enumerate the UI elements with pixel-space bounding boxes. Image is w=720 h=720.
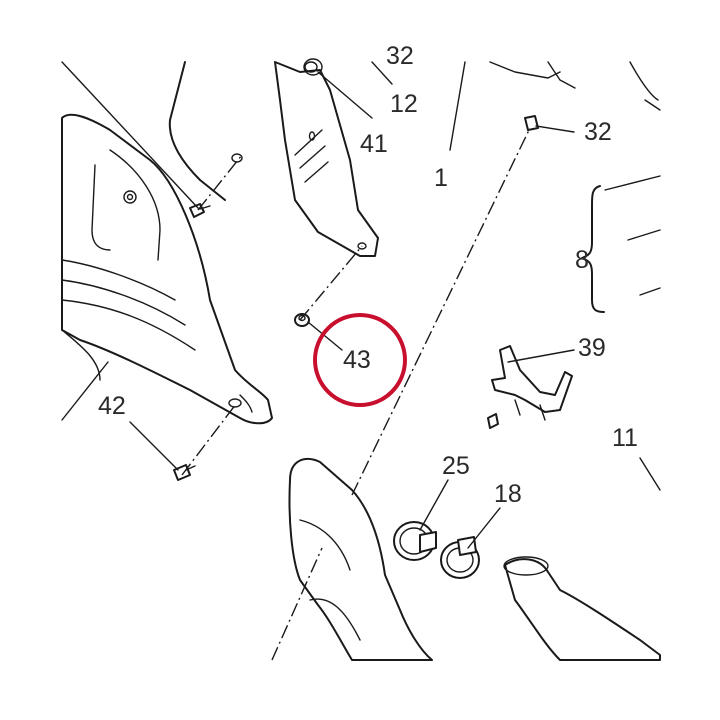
label-part-25: 25 <box>442 452 470 480</box>
leader-12 <box>371 61 393 85</box>
washer-41 <box>303 58 323 76</box>
frame-outline <box>168 61 226 201</box>
brace-part-8 <box>581 175 661 313</box>
axis-line-screw-42 <box>181 403 237 476</box>
label-part-41: 41 <box>360 130 388 158</box>
label-part-42: 42 <box>98 392 126 420</box>
label-part-11: 11 <box>612 424 638 452</box>
label-part-43: 43 <box>343 346 371 374</box>
spacer-43 <box>294 313 310 327</box>
screw-bracket-39 <box>487 413 499 429</box>
leader-32 <box>535 125 575 133</box>
highlight-circle-43 <box>313 313 407 407</box>
label-part-1: 1 <box>434 164 448 192</box>
mounting-bracket-plate <box>274 61 379 257</box>
exhaust-pipe-right <box>503 556 661 661</box>
top-right-part <box>489 61 661 131</box>
leader-43 <box>307 321 343 351</box>
label-part-32: 32 <box>584 118 612 146</box>
leader-41 <box>317 71 373 119</box>
leader-25 <box>419 479 449 531</box>
heat-shield-part <box>61 113 273 425</box>
label-part-12: 12 <box>390 90 418 118</box>
screw-top-left <box>189 203 211 218</box>
leader-lower-left <box>61 361 109 421</box>
leader-42 <box>129 421 179 471</box>
exhaust-pipe-middle <box>288 458 433 661</box>
leader-frame <box>61 61 199 209</box>
axis-line-spacer <box>299 245 363 321</box>
axis-line-long <box>351 127 531 496</box>
axis-line-bottom <box>271 547 323 661</box>
leader-11 <box>639 457 661 491</box>
bracket-39 <box>491 345 573 421</box>
clamp-25 <box>393 521 437 561</box>
leader-18 <box>467 507 501 549</box>
label-part-39: 39 <box>578 334 606 362</box>
clamp-18 <box>440 536 480 579</box>
leader-39 <box>507 349 575 363</box>
small-washer <box>231 153 243 163</box>
axis-line-screw-top <box>197 154 243 211</box>
label-part-18: 18 <box>494 480 522 508</box>
leader-1 <box>449 61 466 151</box>
label-part-8: 8 <box>575 246 589 274</box>
label-part-32-top: 32 <box>386 42 414 70</box>
